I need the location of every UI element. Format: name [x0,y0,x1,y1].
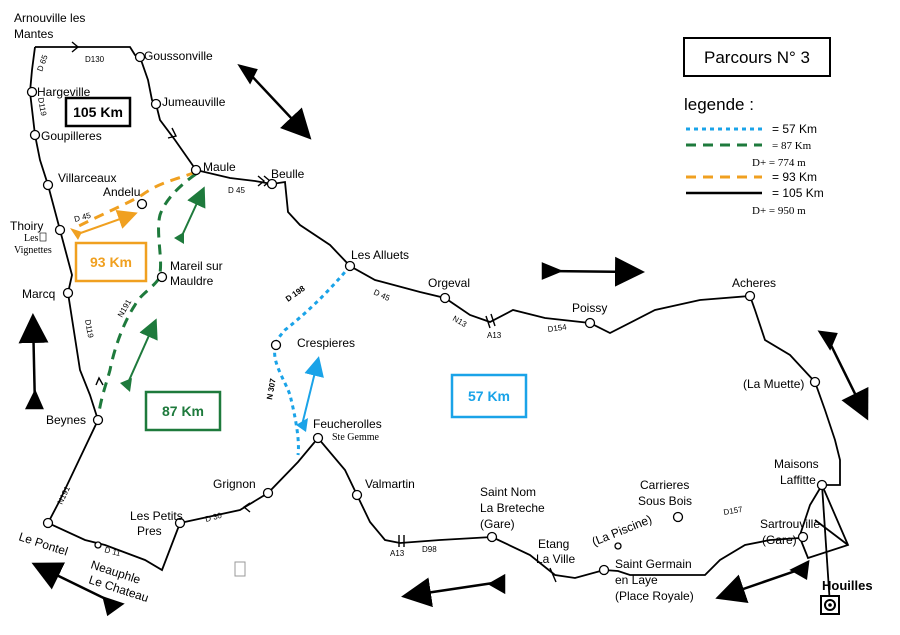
svg-text:87 Km: 87 Km [162,403,204,419]
road-d198: D 198 [284,284,307,304]
road-labels: D130 D 65 D119 D 45 D 45 D 45 D 198 N13 … [35,53,743,558]
distance-box-57: 57 Km [450,373,528,419]
legend-extra-87: D+ = 774 m [752,157,806,169]
town-carrieres-2: Sous Bois [638,494,692,508]
road-n191b: N191 [56,484,72,506]
road-d154: D154 [547,322,568,334]
svg-text:57 Km: 57 Km [468,388,510,404]
town-st-germain: Saint Germain [615,557,692,571]
town-valmartin: Valmartin [365,477,415,491]
town-etang: Etang [538,537,569,551]
route-93km [74,170,197,230]
distance-box-87: 87 Km [144,390,222,432]
road-d45b: D 45 [73,211,92,224]
town-les-alluets: Les Alluets [351,248,409,262]
town-feucherolles: Feucherolles [313,417,382,431]
map-title: Parcours N° 3 [704,48,810,67]
road-n307: N 307 [265,377,278,400]
town-markers [26,51,828,576]
town-beynes: Beynes [46,413,86,427]
town-beulle: Beulle [271,167,305,181]
road-d65: D 65 [35,53,49,72]
town-st-nom-2: La Breteche [480,501,545,515]
road-ticks [71,41,557,583]
route-57km-arrow [296,356,324,432]
town-arnouville: Arnouville les [14,11,85,25]
town-sartrouville: Sartrouville [760,517,820,531]
road-d45c: D 45 [372,288,392,304]
direction-arrows [18,64,869,617]
town-st-germain-3: (Place Royale) [615,589,694,603]
road-d157: D157 [723,505,744,517]
road-d11: D 11 [103,545,122,558]
town-les-vignettes: Les [24,233,39,244]
town-goussonville: Goussonville [144,49,213,63]
legend-label-105: = 105 Km [772,186,824,200]
title-box: Parcours N° 3 [683,37,831,77]
town-thoiry: Thoiry [10,219,43,233]
houilles-connector [799,484,850,606]
town-ste-gemme: Ste Gemme [332,432,379,443]
town-st-nom: Saint Nom [480,485,536,499]
town-la-piscine: (La Piscine) [590,512,654,549]
legend-extra-105: D+ = 950 m [752,205,806,217]
houilles-target-icon [820,595,840,615]
road-d130: D130 [85,55,105,64]
placeholder-square-icon [234,561,246,577]
svg-text:93 Km: 93 Km [90,254,132,270]
town-mareil-2: Mauldre [170,274,214,288]
town-petits-pres: Les Petits [130,509,183,523]
vignettes-square-icon [39,232,47,242]
town-crespieres: Crespieres [297,336,355,350]
town-maisons-laffitte: Maisons [774,457,819,471]
route-105km [29,46,841,579]
route-87km-arrows [120,186,206,392]
legend-label-57: = 57 Km [772,122,817,136]
road-d30: D 30 [204,511,223,524]
road-d45a: D 45 [228,186,245,195]
town-maule: Maule [203,160,236,174]
road-n13: N13 [451,314,469,329]
legend-label-87: = 87 Km [772,140,812,152]
town-marcq: Marcq [22,287,55,301]
road-d98: D98 [422,545,437,554]
town-arnouville-2: Mantes [14,27,53,41]
town-petits-pres-2: Pres [137,524,162,538]
town-jumeauville: Jumeauville [162,95,226,109]
town-les-vignettes-2: Vignettes [14,245,52,256]
distance-box-105: 105 Km [64,96,132,128]
town-orgeval: Orgeval [428,276,470,290]
town-le-pontel: Le Pontel [17,530,70,559]
town-grignon: Grignon [213,477,256,491]
town-andelu: Andelu [103,185,140,199]
town-poissy: Poissy [572,301,607,315]
road-d119b: D119 [83,319,95,339]
road-a13a: A13 [487,331,502,340]
distance-box-93: 93 Km [74,241,148,283]
town-goupilleres: Goupilleres [41,129,102,143]
route-93km-arrow [70,209,138,240]
town-maisons-laffitte-2: Laffitte [780,473,816,487]
town-etang-2: La Ville [536,552,575,566]
road-d119a: D119 [36,97,48,117]
svg-text:105 Km: 105 Km [73,104,123,120]
legend-title: legende : [684,95,754,114]
road-a13b: A13 [390,549,405,558]
town-villarceaux: Villarceaux [58,171,116,185]
town-houilles: Houilles [822,578,873,593]
town-carrieres: Carrieres [640,478,689,492]
town-mareil: Mareil sur [170,259,223,273]
route-87km [96,172,197,421]
legend-label-93: = 93 Km [772,170,817,184]
town-sartrouville-2: (Gare) [762,533,797,547]
town-acheres: Acheres [732,276,776,290]
town-la-muette: (La Muette) [743,377,804,391]
legend: legende : = 57 Km = 87 Km D+ = 774 m = 9… [684,95,824,217]
road-n191a: N191 [116,297,134,319]
town-hargeville: Hargeville [37,85,91,99]
town-st-nom-3: (Gare) [480,517,515,531]
town-st-germain-2: en Laye [615,573,658,587]
